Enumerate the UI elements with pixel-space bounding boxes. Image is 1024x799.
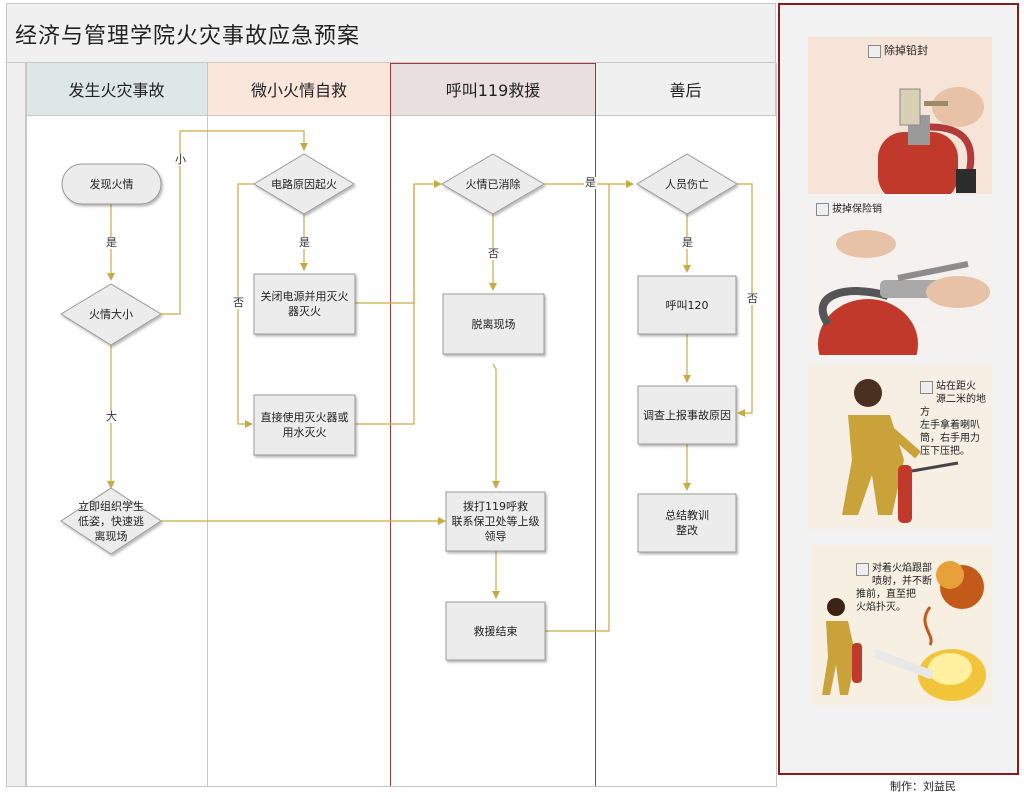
node-shape-casualties (636, 153, 738, 215)
edge-size-small (160, 130, 308, 315)
checkbox-icon (920, 381, 933, 394)
step-3-photo (808, 365, 992, 529)
lane-divider (26, 63, 27, 787)
left-rail (6, 63, 26, 787)
pull-pin-illustration (818, 230, 990, 355)
checkbox-icon (868, 44, 881, 58)
node-rescue-end: 救援结束 (473, 624, 518, 638)
step-3-text: 站在距火 源二米的地方 左手拿着喇叭 筒，右手用力 压下压把。 (920, 381, 986, 457)
lane-divider (776, 63, 777, 787)
edge-label-yes: 是 (681, 236, 694, 249)
edge-direct-to-fireout (355, 184, 415, 425)
edge-label-yes: 是 (584, 176, 597, 189)
node-shape-fire-size (60, 283, 162, 346)
edge-end-to-casualties (545, 184, 610, 632)
title-bar: 经济与管理学院火灾事故应急预案 (6, 3, 776, 63)
node-call-119: 拨打119呼救 联系保卫处等上级 领导 (451, 500, 540, 543)
node-shape-rescue-end (445, 601, 546, 661)
edge-label-small: 小 (174, 153, 187, 166)
node-shape-leave-scene (442, 293, 545, 355)
lane-3-top-border (390, 63, 596, 64)
node-casualties: 人员伤亡 (665, 177, 709, 191)
lane-divider (390, 63, 391, 787)
checkbox-icon (816, 203, 829, 216)
node-shape-call-119 (445, 491, 546, 552)
node-shape-summarize (637, 493, 737, 553)
edge-label-no: 否 (232, 296, 245, 309)
lane-divider (207, 63, 208, 787)
edge-label-large: 大 (105, 410, 118, 423)
checkbox-icon (856, 563, 869, 576)
node-discover-fire: 发现火情 (89, 177, 134, 191)
node-shape-investigate (637, 385, 737, 445)
step-2-caption: 拔掉保险销 (816, 203, 882, 216)
aim-extinguisher-illustration (842, 379, 959, 523)
step-4-caption: 对着火焰跟部 喷射，并不断 推前，直至把 火焰扑灭。 (856, 549, 936, 614)
node-shape-direct-extinguish (253, 394, 356, 456)
node-direct-extinguish: 直接使用灭火器或 用水灭火 (260, 411, 349, 439)
node-electrical-cause: 电路原因起火 (271, 177, 337, 191)
edge-label-yes: 是 (105, 236, 118, 249)
page-title: 经济与管理学院火灾事故应急预案 (15, 24, 361, 49)
step-2-text: 拔掉保险销 (832, 204, 882, 215)
step-1-caption: 除掉铅封 (868, 44, 928, 58)
extinguisher-seal-illustration (878, 87, 984, 194)
lane-header-call-119: 呼叫119救援 (391, 63, 596, 116)
edge-label-no: 否 (746, 292, 759, 305)
node-evacuate: 立即组织学生 低姿，快速逃 离现场 (78, 499, 144, 543)
edge-cutpower-to-fireout (355, 180, 442, 304)
node-fire-out: 火情已消除 (465, 177, 521, 191)
node-fire-size: 火情大小 (89, 308, 133, 321)
lane-header-fire-occurs: 发生火灾事故 (26, 63, 208, 116)
step-2-photo (808, 204, 992, 355)
spray-fire-illustration (822, 561, 986, 701)
lane-header-aftermath: 善后 (596, 63, 776, 116)
lane-divider (595, 63, 596, 787)
node-summarize: 总结教训 整改 (665, 509, 709, 537)
node-shape-call-120 (637, 275, 737, 335)
node-investigate: 调查上报事故原因 (643, 408, 731, 422)
step-3-caption: 站在距火 源二米的地方 左手拿着喇叭 筒，右手用力 压下压把。 (920, 367, 992, 458)
edge-label-no: 否 (487, 247, 500, 260)
flowchart-canvas (60, 130, 753, 661)
edge-leave-to-119 (492, 363, 500, 489)
node-call-120: 呼叫120 (665, 298, 709, 312)
step-1-photo (808, 37, 992, 194)
edge-label-yes: 是 (298, 236, 311, 249)
step-1-text: 除掉铅封 (884, 44, 928, 57)
step-4-photo (812, 545, 992, 705)
node-shape-electrical-cause (253, 153, 355, 215)
node-shape-discover-fire (61, 163, 162, 205)
diagram-bottom-border (6, 786, 777, 787)
node-leave-scene: 脱离现场 (471, 317, 516, 331)
node-cut-power: 关闭电源并用灭火 器灭火 (260, 290, 349, 318)
step-4-text: 对着火焰跟部 喷射，并不断 推前，直至把 火焰扑灭。 (856, 563, 932, 613)
author-credit: 制作：刘益民 (890, 780, 956, 793)
node-shape-cut-power (253, 273, 356, 335)
lane-header-self-rescue: 微小火情自救 (208, 63, 391, 116)
node-shape-fire-out (441, 153, 545, 215)
node-shape-evacuate (60, 487, 162, 555)
